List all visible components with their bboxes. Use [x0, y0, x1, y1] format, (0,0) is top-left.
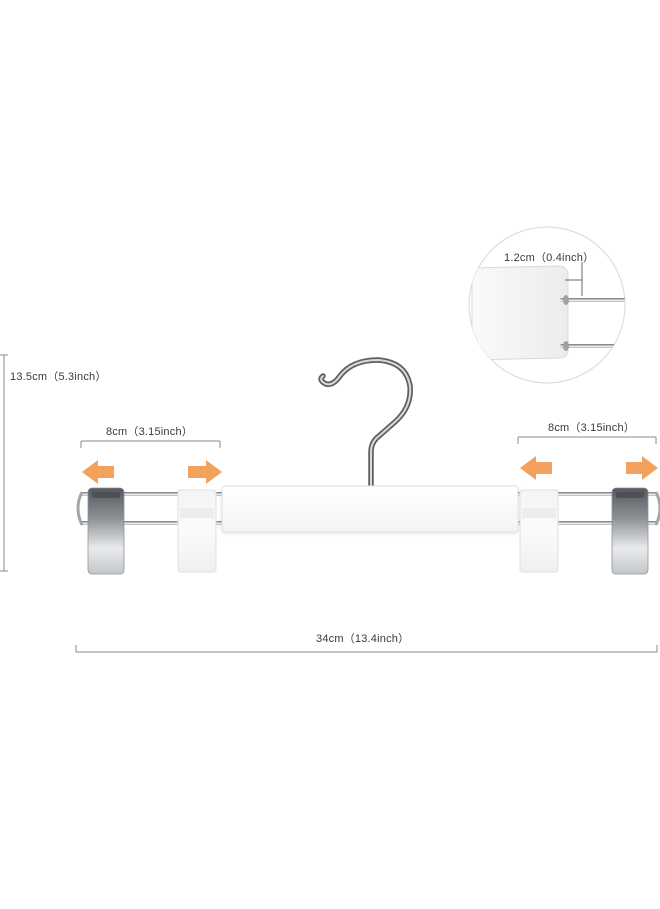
height-label: 13.5cm（5.3inch）: [10, 371, 107, 383]
hanger-bar: [221, 485, 519, 533]
total-width-dimension-line: [75, 645, 658, 653]
right-inner-clip: [519, 489, 559, 573]
left-arrow-outward: [82, 460, 114, 484]
left-arrow-inward: [188, 460, 222, 484]
height-dimension-line: [0, 354, 8, 572]
detail-inset: [468, 226, 626, 384]
right-clip-width-label: 8cm（3.15inch）: [548, 422, 635, 434]
bar-thickness-label: 1.2cm（0.4inch）: [504, 252, 595, 264]
right-arrow-outward: [626, 456, 658, 480]
left-outer-clip: [87, 487, 125, 575]
left-clip-width-label: 8cm（3.15inch）: [106, 426, 193, 438]
right-clip-dimension-line: [517, 436, 657, 444]
right-arrow-inward: [520, 456, 552, 480]
hanger-hook: [318, 357, 413, 491]
right-outer-clip: [611, 487, 649, 575]
left-inner-clip: [177, 489, 217, 573]
left-clip-dimension-line: [80, 440, 221, 448]
total-width-label: 34cm（13.4inch）: [316, 633, 410, 645]
